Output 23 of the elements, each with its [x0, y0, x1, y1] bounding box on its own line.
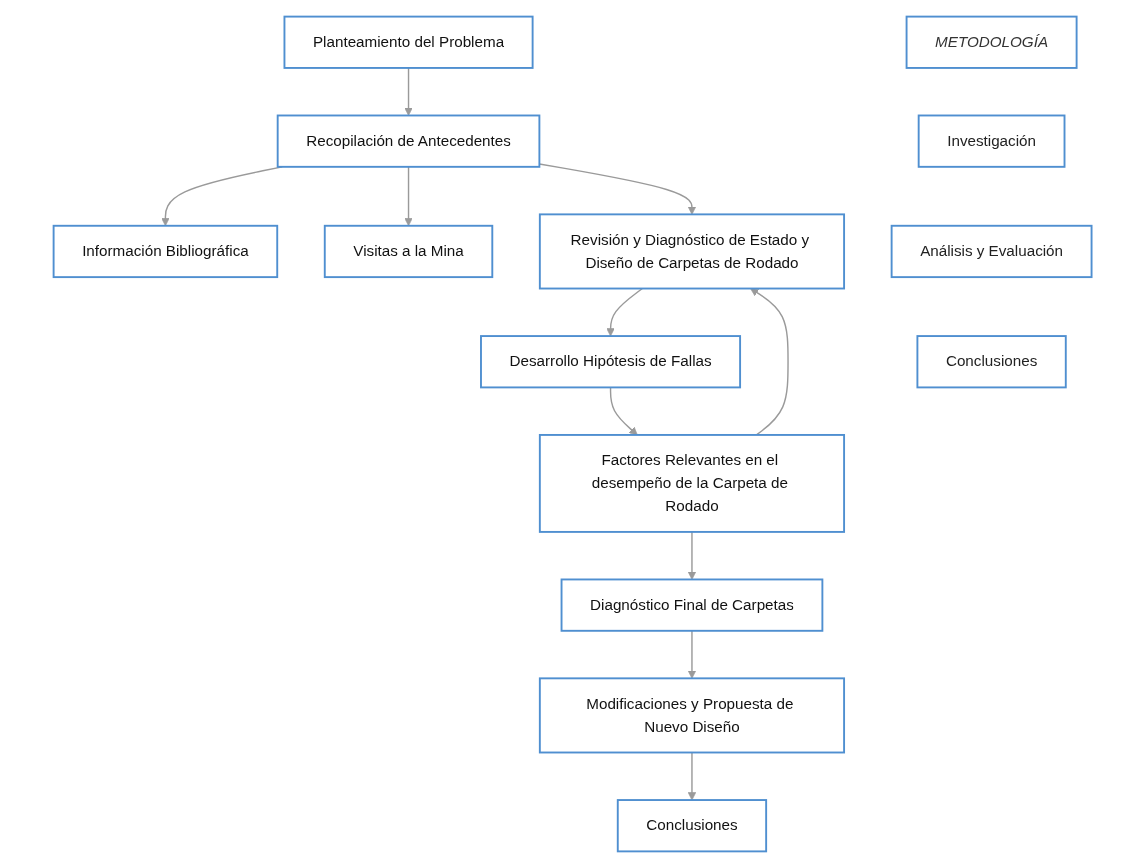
- node-box: Conclusiones: [617, 798, 768, 852]
- node-box: Investigación: [918, 114, 1066, 168]
- node-box: METODOLOGÍA: [906, 15, 1078, 69]
- node-box: Diagnóstico Final de Carpetas: [561, 578, 824, 632]
- arrow: [688, 530, 697, 580]
- arrow: [688, 629, 697, 679]
- arrow: [610, 386, 639, 435]
- node-box: Planteamiento del Problema: [283, 15, 534, 69]
- node-box: Revisión y Diagnóstico de Estado y Diseño de Carpetas de Rodado: [539, 212, 846, 289]
- arrow: [750, 287, 790, 436]
- node-box: Recopilación de Antecedentes: [277, 114, 541, 168]
- arrow: [539, 162, 697, 215]
- node-box: Factores Relevantes en el desempeño de la Carpeta de Rodado: [539, 433, 846, 533]
- arrow: [404, 165, 414, 226]
- arrow: [606, 287, 644, 336]
- node-box: Modificaciones y Propuesta de Nuevo Diseño: [539, 676, 846, 753]
- node-box: Desarrollo Hipótesis de Fallas: [480, 334, 742, 388]
- node-box: Visitas a la Mina: [324, 224, 494, 278]
- arrow: [404, 66, 414, 116]
- node-box: Información Bibliográfica: [53, 224, 279, 278]
- arrow: [688, 751, 697, 800]
- node-box: Conclusiones: [916, 334, 1068, 388]
- node-box: Análisis y Evaluación: [891, 224, 1093, 278]
